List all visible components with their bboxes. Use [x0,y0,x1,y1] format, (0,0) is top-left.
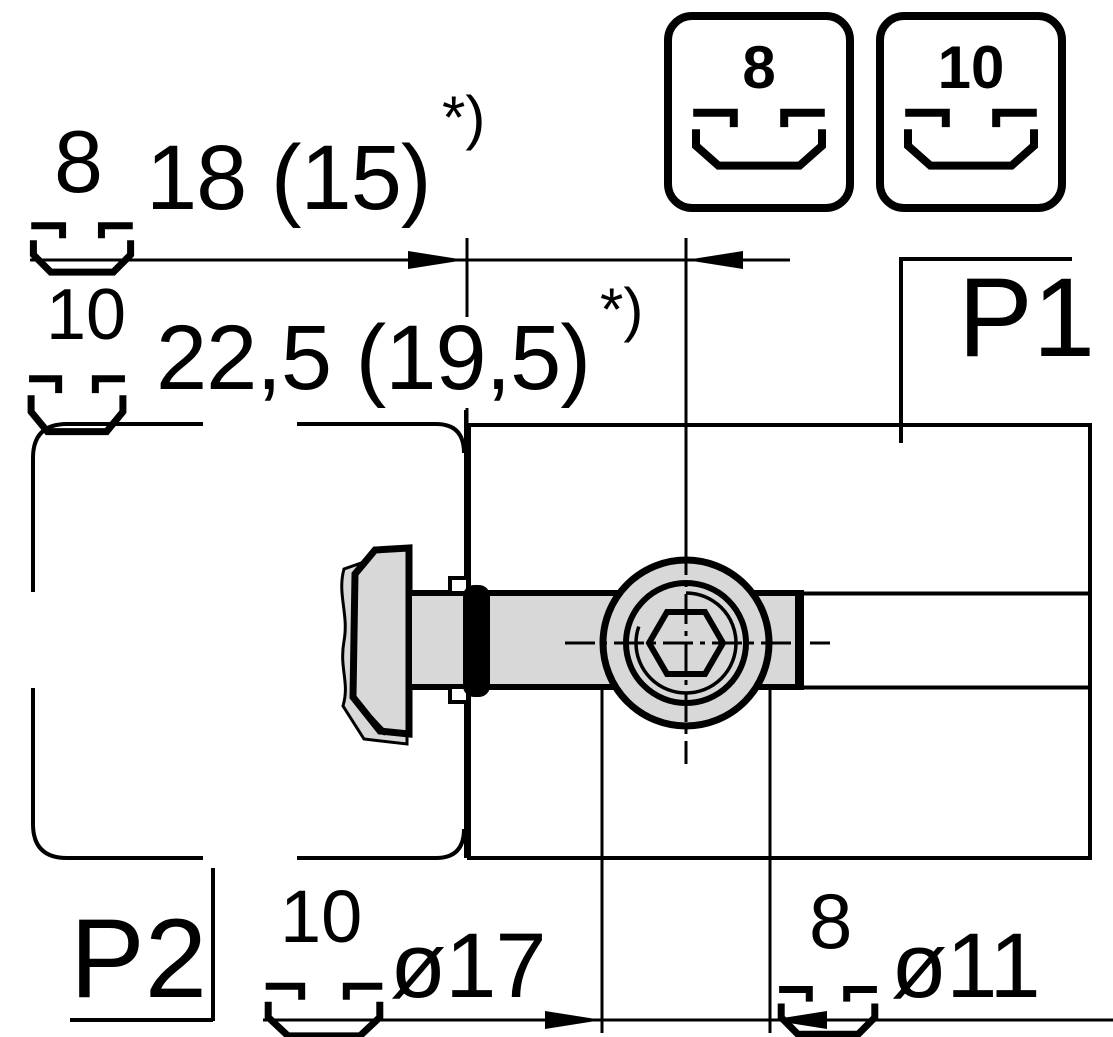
bottom-extension-lines [600,648,772,1033]
shaft-end-cap [795,590,804,690]
groove-8-icon [28,186,136,308]
groove-8-size-label: 8 [54,112,103,211]
profile-p2-outline [31,422,466,860]
part-label-p2: P2 [70,896,207,1021]
groove-8-icon [776,950,880,1037]
bolt-hammer-head [349,544,413,738]
groove-10-size-label: 10 [46,275,127,355]
groove-10-icon [26,338,128,468]
legend-box-groove-10: 10 [876,12,1066,212]
p1-leader-line [899,257,1072,443]
groove-10-size-label: 10 [280,875,363,958]
p2-leader-line [70,868,215,1022]
legend-groove-8-label: 8 [742,34,776,101]
spring-band [463,585,490,697]
bottom-dimension-line [263,1011,1113,1029]
dimension-value-groove10: 22,5 (19,5) [156,307,591,409]
centerlines [565,238,830,764]
groove-10-icon [901,104,1041,170]
groove-8-size-label: 8 [809,877,853,965]
footnote-marker: *) [600,276,644,343]
diameter-value-groove8: ø11 [891,915,1041,1017]
legend-box-groove-8: 8 [664,12,854,212]
footnote-marker: *) [442,84,486,151]
dimension-value-groove8: 18 (15) [146,127,431,229]
clamp-tab-top [448,576,470,595]
groove-8-icon [689,104,829,170]
legend-groove-10-label: 10 [937,34,1005,101]
diameter-value-groove10: ø17 [390,915,547,1017]
groove-10-icon [262,946,386,1037]
part-label-p1: P1 [958,255,1095,380]
